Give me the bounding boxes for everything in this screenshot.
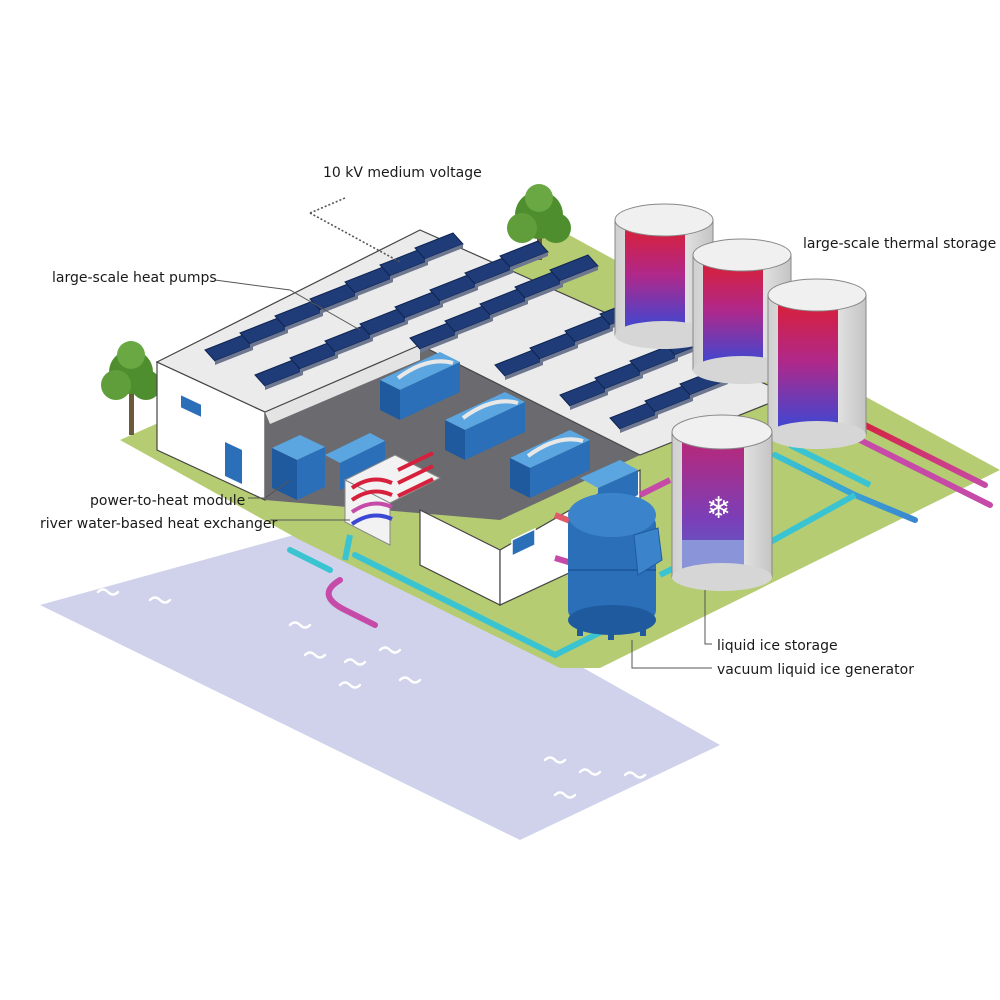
label-power-to-heat: power-to-heat module — [90, 493, 245, 509]
river — [40, 525, 720, 840]
label-vacuum-ice-generator: vacuum liquid ice generator — [717, 662, 914, 678]
window-right — [511, 527, 536, 558]
label-medium-voltage: 10 kV medium voltage — [323, 165, 482, 181]
thermal-storage-tanks: ❄ — [614, 203, 867, 591]
snowflake-icon: ❄ — [706, 491, 731, 526]
vacuum-ice-generator — [568, 493, 663, 640]
label-heat-pumps: large-scale heat pumps — [52, 270, 217, 286]
building-roof — [155, 229, 792, 456]
river-heat-exchanger — [343, 451, 442, 546]
tree-right — [507, 184, 571, 260]
leader-lines — [214, 197, 712, 669]
building-back-wall — [265, 345, 420, 424]
power-to-heat-module — [272, 433, 385, 500]
thermal-tank-3 — [767, 278, 867, 449]
window-left — [179, 392, 203, 420]
label-liquid-ice-storage: liquid ice storage — [717, 638, 838, 654]
tree-left — [101, 341, 161, 435]
label-thermal-storage: large-scale thermal storage — [803, 236, 996, 252]
door-left — [225, 442, 242, 484]
ice-storage-tank: ❄ — [671, 414, 773, 591]
label-river-heat-exchanger: river water-based heat exchanger — [40, 516, 277, 532]
